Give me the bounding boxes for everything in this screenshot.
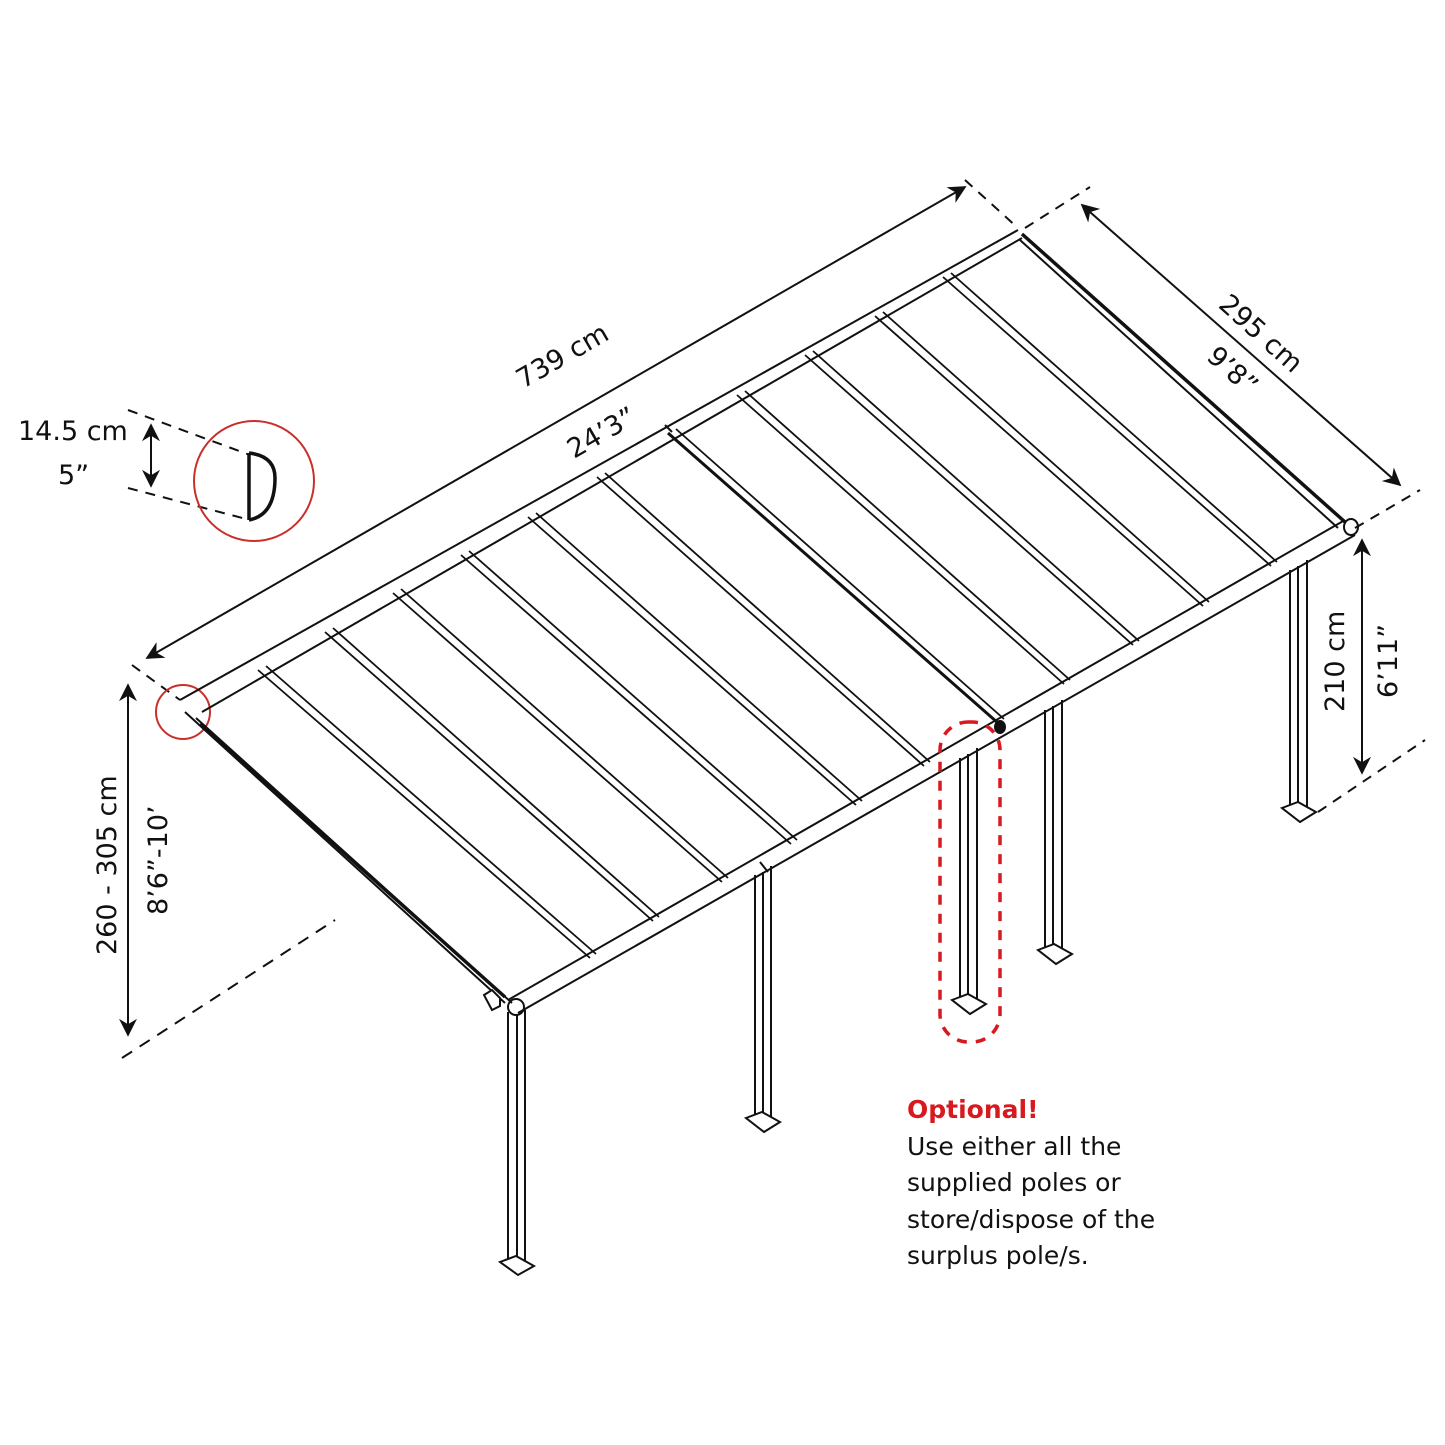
profile-detail-callout [127, 409, 315, 542]
width-dimension-line [1024, 186, 1421, 529]
wall-height-metric: 260 - 305 cm [92, 775, 123, 955]
roof-rafters [257, 272, 1278, 959]
post-front-left [482, 988, 537, 1277]
posts [482, 560, 1318, 1277]
optional-note-line: supplied poles or [907, 1168, 1121, 1197]
post-front-4 [1035, 700, 1074, 966]
length-dimension-line [131, 179, 1019, 701]
wall-height-dimension-line [119, 683, 336, 1059]
roof-frame [179, 229, 1359, 1016]
post-front-right [1279, 560, 1318, 824]
gutter-height-metric: 210 cm [1320, 610, 1351, 712]
wall-height-imperial: 8’6”-10’ [143, 805, 174, 915]
optional-note-title: Optional! [907, 1095, 1039, 1124]
optional-note: Optional! Use either all the supplied po… [907, 1092, 1155, 1275]
detail-circle [193, 420, 315, 542]
optional-note-line: Use either all the [907, 1131, 1122, 1161]
wall-profile-d-shape-icon [247, 451, 277, 522]
post-front-2 [743, 866, 782, 1134]
optional-note-line: surplus pole/s. [907, 1241, 1089, 1270]
optional-post-highlight [938, 720, 1002, 1044]
post-optional [949, 748, 988, 1016]
corner-detail-circle [155, 684, 211, 740]
profile-height-imperial: 5” [58, 460, 90, 491]
gutter-height-dimension-line [1317, 538, 1426, 813]
profile-height-metric: 14.5 cm [18, 416, 128, 447]
gutter-height-imperial: 6’11” [1373, 623, 1404, 698]
optional-note-line: store/dispose of the [907, 1204, 1156, 1234]
